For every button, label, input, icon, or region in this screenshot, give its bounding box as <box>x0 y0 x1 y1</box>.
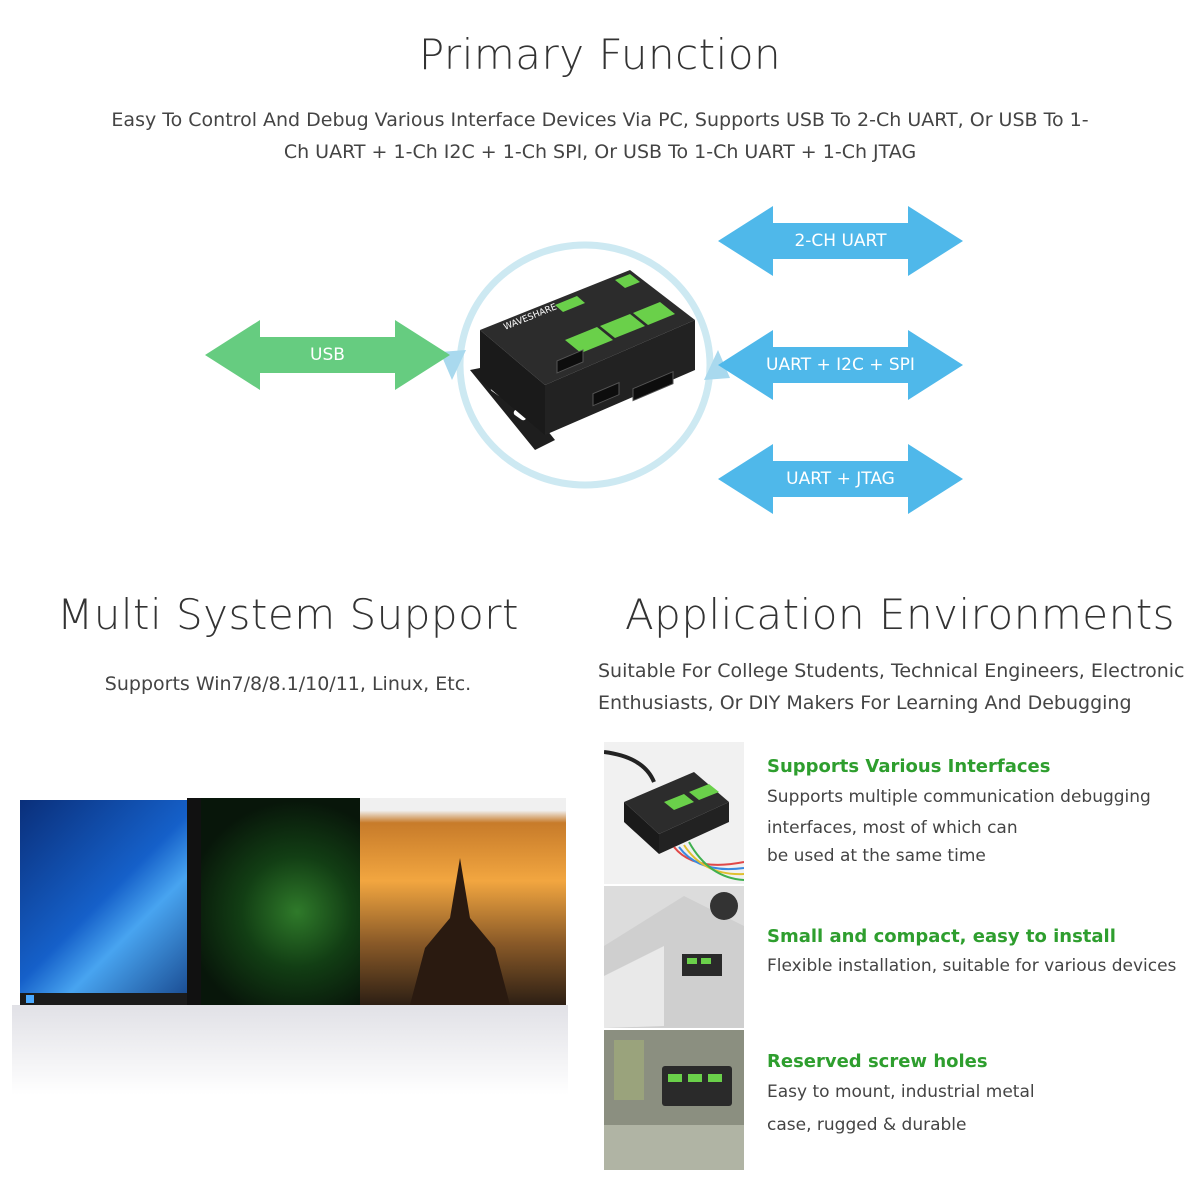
usb-arrow-label: USB <box>310 345 345 365</box>
feature-title-compact: Small and compact, easy to install <box>767 926 1116 947</box>
os-screenshots <box>12 790 572 1100</box>
primary-title: Primary Function <box>418 30 782 79</box>
feature-text-interfaces-2: interfaces, most of which can <box>767 818 1018 838</box>
app-desc-line-2: Enthusiasts, Or DIY Makers For Learning … <box>598 692 1132 714</box>
feature-title-interfaces: Supports Various Interfaces <box>767 756 1051 777</box>
uart-jtag-arrow: UART + JTAG <box>718 444 963 514</box>
feature-text-interfaces-3: be used at the same time <box>767 846 986 866</box>
uart-2ch-label: 2-CH UART <box>794 231 887 251</box>
cycle-ring <box>440 241 730 489</box>
usb-arrow: USB <box>205 320 450 390</box>
feature-text-screw-holes-2: case, rugged & durable <box>767 1115 967 1135</box>
windows-screen <box>20 800 220 1005</box>
linux-screen <box>187 798 387 1005</box>
raspberry-pi-screen <box>360 798 566 1005</box>
primary-desc-line-1: Easy To Control And Debug Various Interf… <box>111 109 1089 131</box>
multi-desc: Supports Win7/8/8.1/10/11, Linux, Etc. <box>104 673 472 695</box>
feature-text-interfaces-1: Supports multiple communication debuggin… <box>767 787 1151 807</box>
uart-i2c-spi-label: UART + I2C + SPI <box>766 355 915 375</box>
uart-i2c-spi-arrow: UART + I2C + SPI <box>718 330 963 400</box>
uart-jtag-label: UART + JTAG <box>786 469 895 489</box>
feature-photo-screw-holes <box>604 1030 744 1170</box>
feature-photo-interfaces <box>604 742 744 884</box>
app-desc-line-1: Suitable For College Students, Technical… <box>598 660 1185 682</box>
feature-photo-compact <box>604 886 744 1028</box>
uart-2ch-arrow: 2-CH UART <box>718 206 963 276</box>
windows-logo-icon <box>26 995 34 1003</box>
app-title: Application Environments <box>624 590 1176 639</box>
feature-title-screw-holes: Reserved screw holes <box>767 1051 988 1072</box>
multi-title: Multi System Support <box>56 590 519 639</box>
primary-desc-line-2: Ch UART + 1-Ch I2C + 1-Ch SPI, Or USB To… <box>283 141 917 163</box>
usb-adapter-device-image: WAVESHARE <box>470 270 695 450</box>
feature-text-compact-1: Flexible installation, suitable for vari… <box>767 956 1177 976</box>
function-diagram: USB 2-CH UART UART + I2C + SPI UART + JT… <box>0 190 1200 540</box>
feature-text-screw-holes-1: Easy to mount, industrial metal <box>767 1082 1035 1102</box>
